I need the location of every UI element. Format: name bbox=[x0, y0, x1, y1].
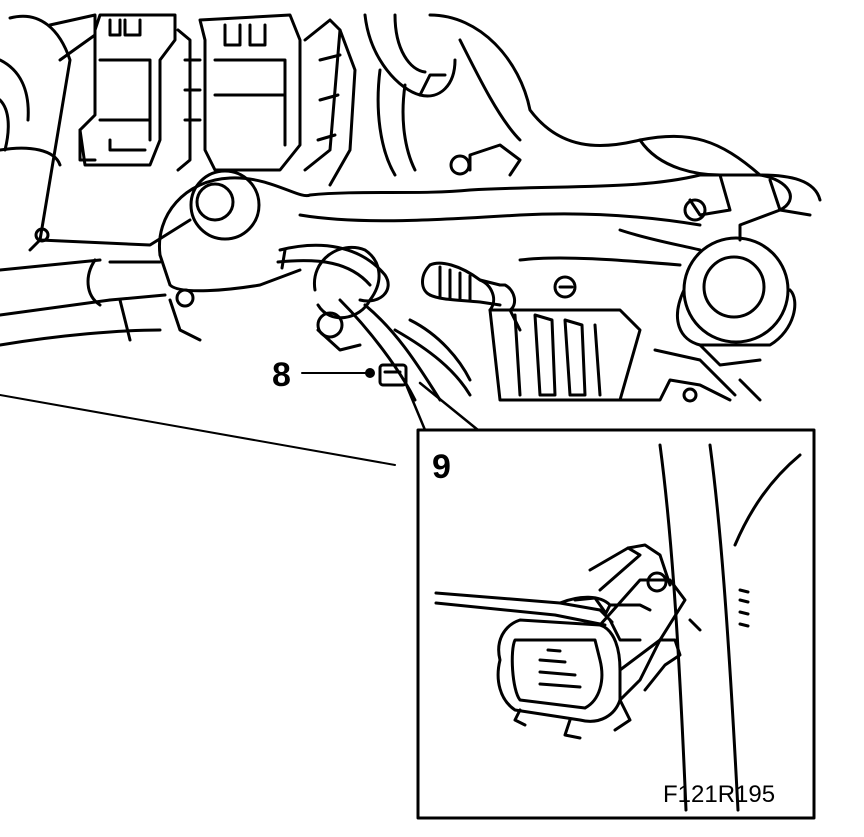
figure-code: F121R195 bbox=[663, 781, 775, 808]
mount-bracket-plate bbox=[488, 308, 762, 403]
callout-8-group: 8 bbox=[272, 356, 375, 394]
detail-leader bbox=[403, 380, 480, 432]
detail-frame bbox=[416, 428, 816, 820]
lower-tie-bar bbox=[0, 258, 202, 347]
threaded-rod bbox=[421, 261, 522, 332]
detail-inset: 9 bbox=[416, 428, 816, 820]
reference-line bbox=[0, 394, 396, 466]
coolant-hose-upper bbox=[363, 13, 457, 177]
callout-label-8: 8 bbox=[272, 356, 291, 394]
relay-block-left bbox=[78, 13, 202, 172]
relay-block-right bbox=[198, 13, 357, 187]
engine-bay-view: 8 bbox=[0, 13, 822, 466]
callout-label-9: 9 bbox=[432, 448, 451, 486]
subframe-crossmember bbox=[157, 169, 797, 367]
connector-body bbox=[496, 543, 687, 740]
ecu-housing bbox=[0, 13, 192, 252]
sensor-clip bbox=[378, 363, 408, 387]
